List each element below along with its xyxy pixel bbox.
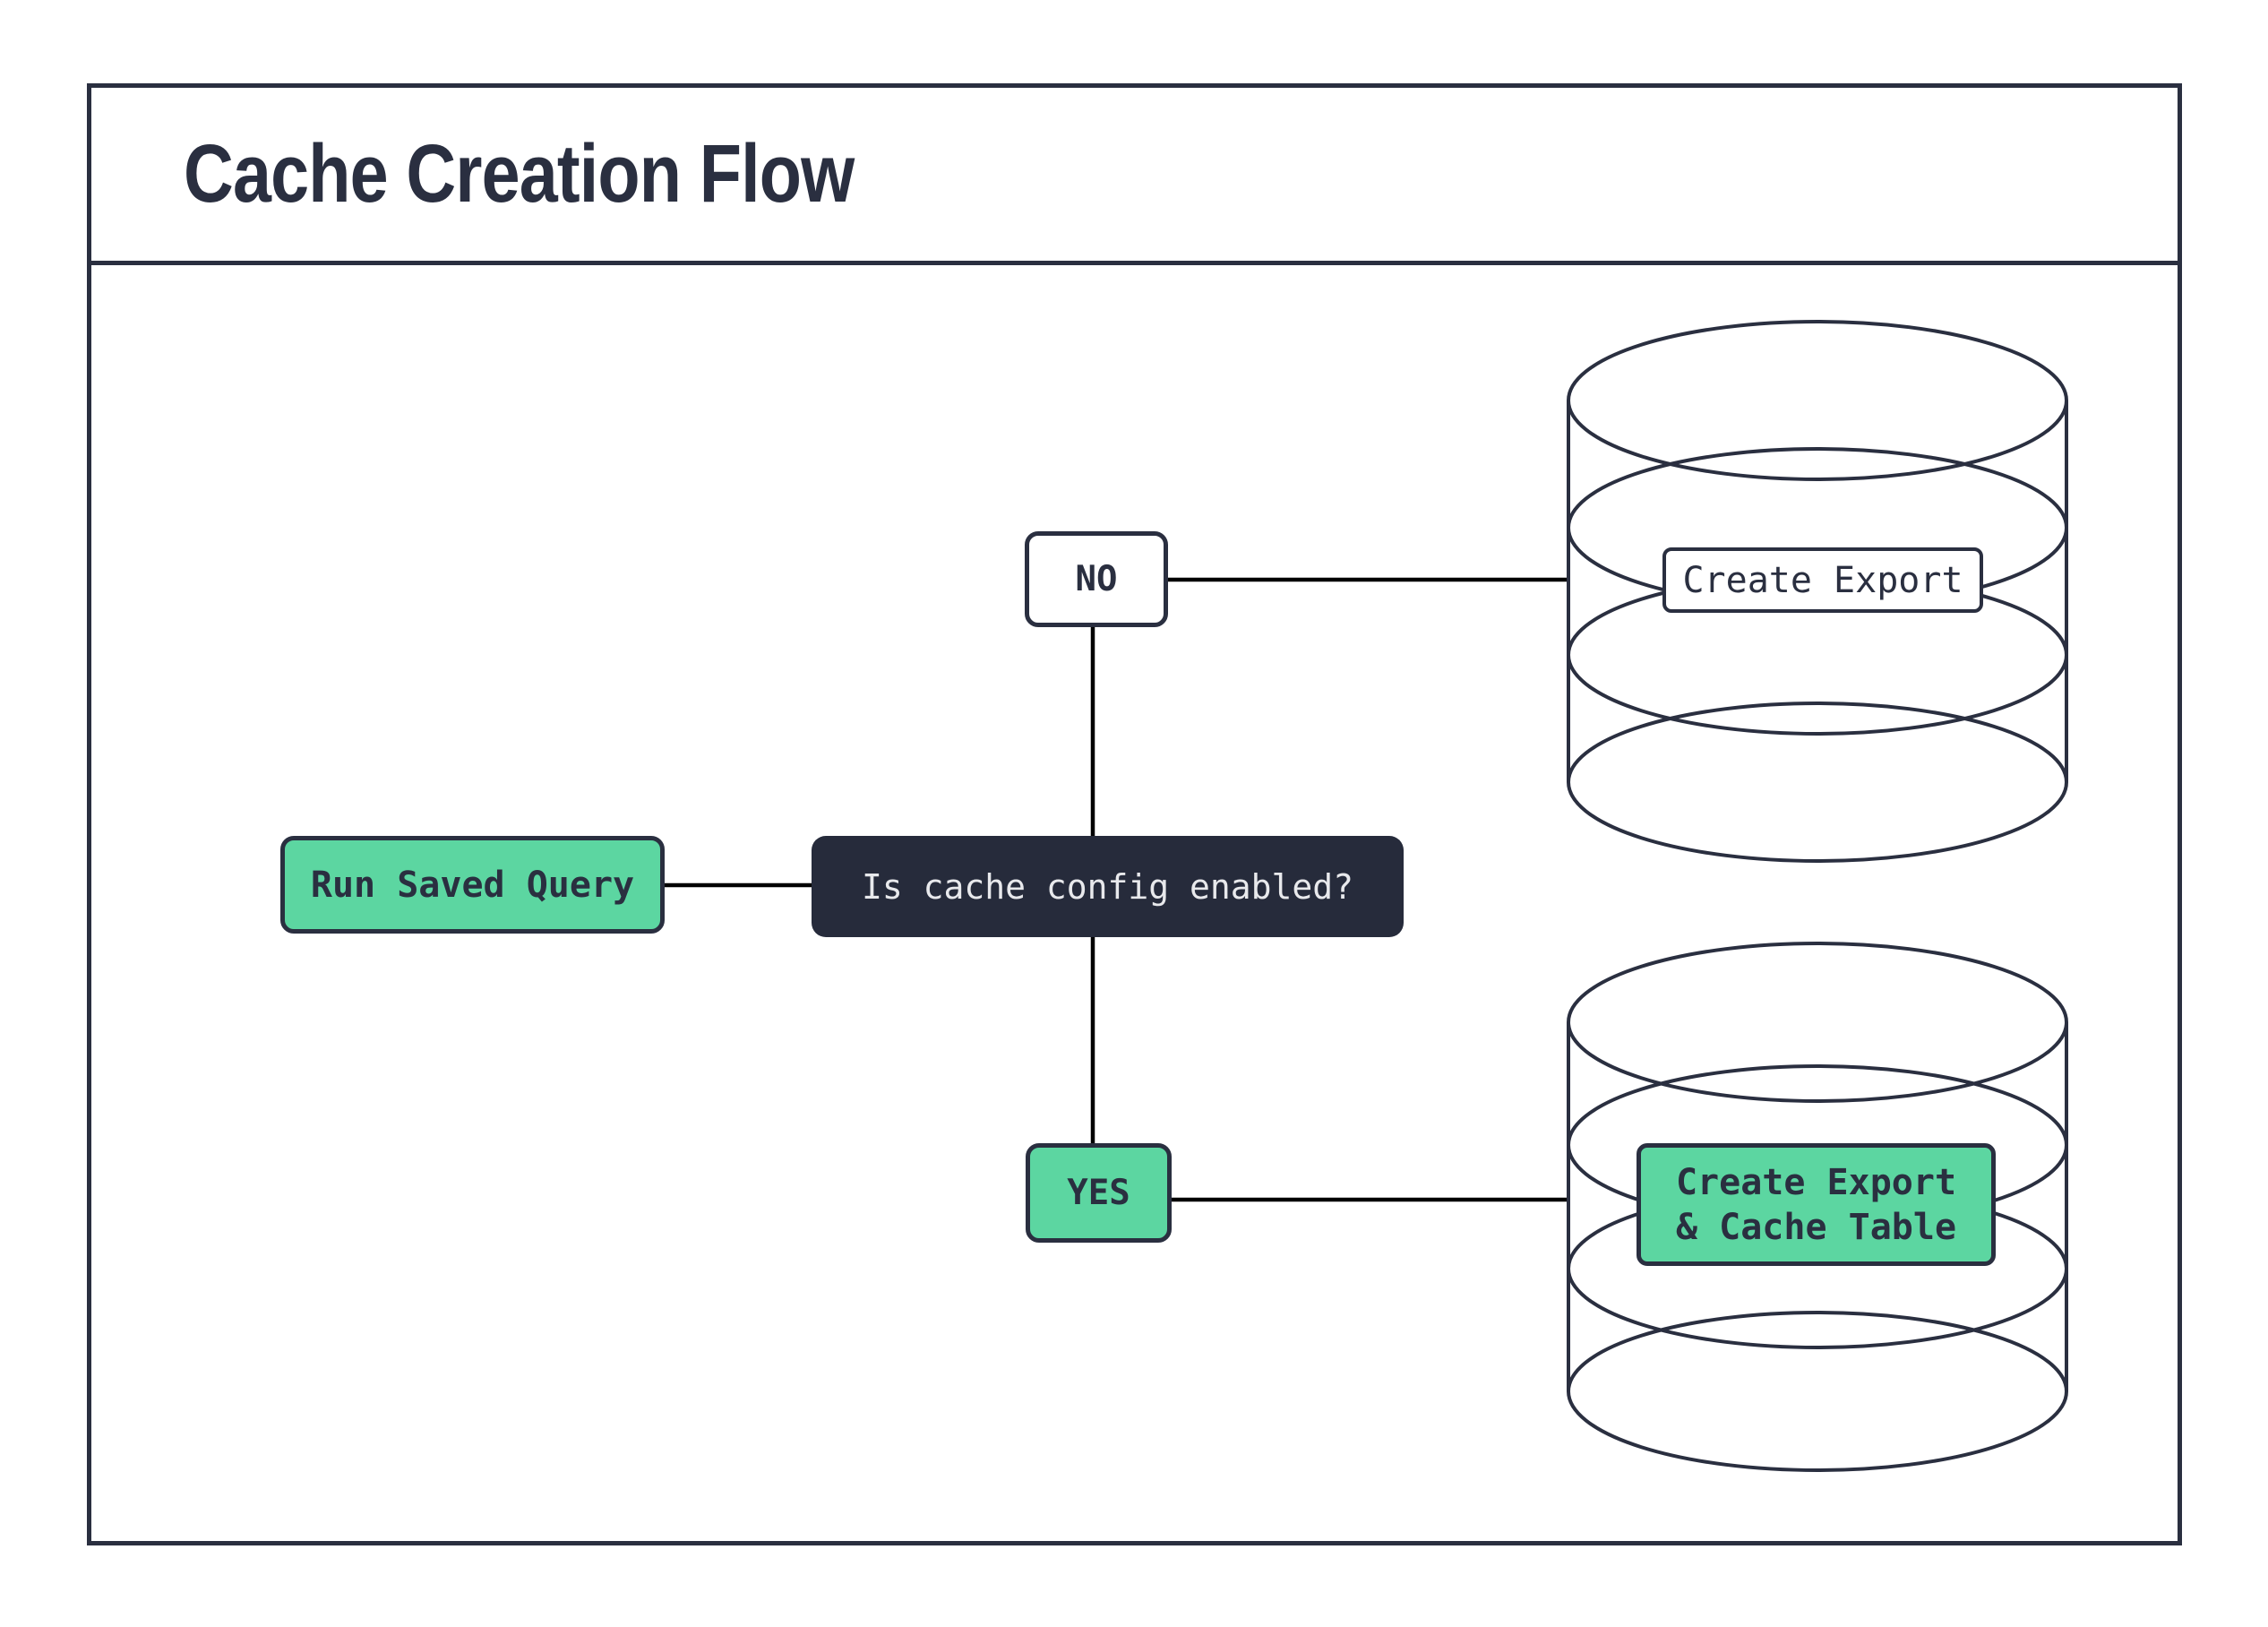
node-branch-yes-label: YES: [1067, 1173, 1130, 1213]
diagram-frame: Cache Creation Flow: [87, 83, 2182, 1545]
cylinder-ring: [1567, 942, 2068, 1103]
node-branch-no: NO: [1025, 531, 1168, 627]
node-decision-label: Is cache config enabled?: [861, 866, 1354, 907]
database-cylinder-top: [1567, 320, 2068, 863]
node-decision-cache-config: Is cache config enabled?: [812, 836, 1404, 937]
cylinder-ring: [1567, 702, 2068, 863]
page-title: Cache Creation Flow: [184, 128, 855, 220]
node-branch-yes: YES: [1026, 1143, 1172, 1243]
node-create-export-cache-line1: Create Export: [1675, 1161, 1957, 1203]
node-create-export-cache-label: Create Export & Cache Table: [1637, 1143, 1996, 1266]
node-create-export-cache-line2: & Cache Table: [1675, 1206, 1957, 1248]
node-create-export-text: Create Export: [1682, 559, 1963, 601]
cylinder-ring: [1567, 320, 2068, 481]
node-run-saved-query: Run Saved Query: [280, 836, 665, 934]
node-create-export-label: Create Export: [1662, 547, 1983, 613]
cylinder-ring: [1567, 1311, 2068, 1472]
diagram-header: Cache Creation Flow: [91, 88, 2178, 265]
node-run-saved-query-label: Run Saved Query: [310, 864, 635, 906]
node-branch-no-label: NO: [1075, 559, 1118, 599]
